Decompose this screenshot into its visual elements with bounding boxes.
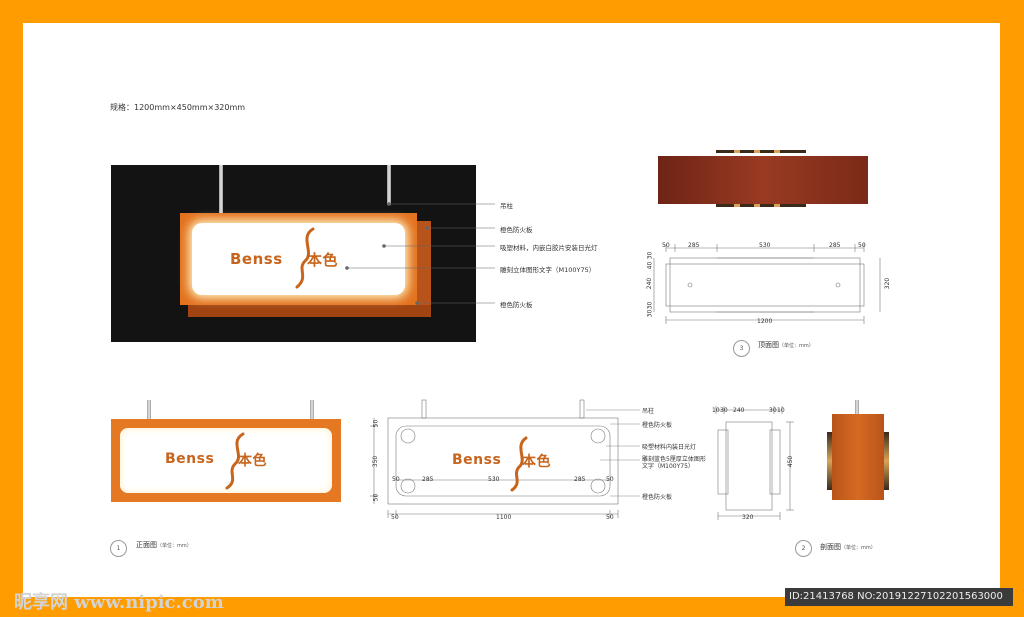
drawing-annotation-board-bottom: 橙色防火板 — [642, 494, 673, 501]
front-brand-cn: 本色 — [238, 453, 267, 469]
brand-cn: 本色 — [307, 251, 339, 269]
drawing-dim-bottom-1: 50 — [391, 514, 399, 521]
section-dim-top-5: 10 — [777, 407, 785, 414]
top-view-title: 顶面图（单位：mm） — [758, 340, 814, 350]
front-pole-left — [147, 400, 151, 420]
spec-text: 规格：1200mm×450mm×320mm — [110, 103, 246, 112]
section-strip-left — [827, 432, 832, 490]
front-pole-right — [310, 400, 314, 420]
drawing-annotation-text: 雕刻蓝色5厘厚立体图形文字（M100Y75） — [642, 456, 706, 470]
hanging-pole-right — [387, 165, 391, 205]
section-drawing — [715, 406, 794, 520]
top-view-drawing — [653, 244, 881, 324]
section-view-title: 剖面图（单位：mm） — [820, 542, 876, 552]
front-view-render: Benss 本色 — [111, 419, 341, 502]
drawing-swoosh-icon — [510, 436, 528, 492]
lightbox-front: Benss 本色 — [180, 213, 417, 305]
section-strip-right — [884, 432, 889, 490]
brand-latin: Benss — [230, 250, 283, 268]
image-id-bar: ID:21413768 NO:20191227102201563000 — [785, 588, 1013, 606]
view-number-2: 2 — [795, 540, 812, 557]
drawing-dim-bottom-2: 1100 — [496, 514, 512, 521]
section-dim-top-2: 30 — [720, 407, 728, 414]
lightbox-3d: Benss 本色 — [180, 213, 431, 317]
section-dim-depth: 320 — [742, 514, 754, 521]
lightbox-panel: Benss 本色 — [192, 223, 405, 295]
annotation-orange-board-bottom: 橙色防火板 — [500, 301, 533, 309]
brand-swoosh-icon — [295, 227, 315, 289]
annotation-panel-material: 吸塑材料，内嵌白胶片安装日光灯 — [500, 244, 598, 252]
drawing-dim-inner-4: 285 — [574, 476, 586, 483]
lightbox-side — [417, 221, 431, 317]
section-dim-height: 450 — [787, 455, 795, 468]
front-view-title: 正面图（单位：mm） — [136, 540, 192, 550]
site-watermark: 昵享网 www.nipic.com — [14, 592, 224, 613]
drawing-brand-cn: 本色 — [522, 454, 551, 470]
section-view-title-text: 剖面图 — [820, 543, 841, 551]
lightbox-bottom — [188, 305, 431, 317]
section-view-render — [832, 414, 884, 500]
view-number-3: 3 — [733, 340, 750, 357]
view-number-1: 1 — [110, 540, 127, 557]
front-view-title-text: 正面图 — [136, 541, 157, 549]
drawing-dim-inner-3: 530 — [488, 476, 500, 483]
top-dim-3: 530 — [759, 242, 771, 249]
annotation-carved-text: 雕刻立体图形文字（M100Y75） — [500, 266, 596, 274]
front-brand-latin: Benss — [165, 451, 215, 467]
annotation-pole: 吊柱 — [500, 202, 513, 210]
front-drawing — [370, 399, 619, 518]
top-view-title-text: 顶面图 — [758, 341, 779, 349]
drawing-annotation-board-top: 橙色防火板 — [642, 422, 673, 429]
drawing-dim-inner-5: 50 — [606, 476, 614, 483]
top-dim-2: 285 — [688, 242, 700, 249]
front-panel: Benss 本色 — [120, 428, 332, 493]
top-dim-total: 1200 — [757, 318, 773, 325]
top-dim-1: 50 — [662, 242, 670, 249]
top-view-render — [658, 156, 868, 204]
drawing-annotation-panel: 吸塑材料内装日光灯 — [642, 444, 697, 451]
top-view-strips — [716, 150, 806, 207]
drawing-dim-bottom-3: 50 — [606, 514, 614, 521]
section-dim-top-4: 30 — [769, 407, 777, 414]
top-dim-5: 50 — [858, 242, 866, 249]
drawing-annotation-pole: 吊柱 — [642, 408, 655, 415]
top-view-unit: （单位：mm） — [779, 343, 814, 349]
section-pole — [855, 400, 859, 415]
render-image: Benss 本色 — [111, 165, 476, 342]
section-dim-top-1: 10 — [712, 407, 720, 414]
drawing-dim-inner-1: 50 — [392, 476, 400, 483]
section-dim-top-3: 240 — [733, 407, 745, 414]
hanging-pole-left — [219, 165, 223, 217]
drawing-dim-inner-2: 285 — [422, 476, 434, 483]
section-view-unit: （单位：mm） — [841, 545, 876, 551]
front-view-unit: （单位：mm） — [157, 543, 192, 549]
annotation-orange-board-top: 橙色防火板 — [500, 226, 533, 234]
front-swoosh-icon — [225, 432, 245, 490]
top-dim-4: 285 — [829, 242, 841, 249]
drawing-brand-latin: Benss — [452, 452, 502, 468]
